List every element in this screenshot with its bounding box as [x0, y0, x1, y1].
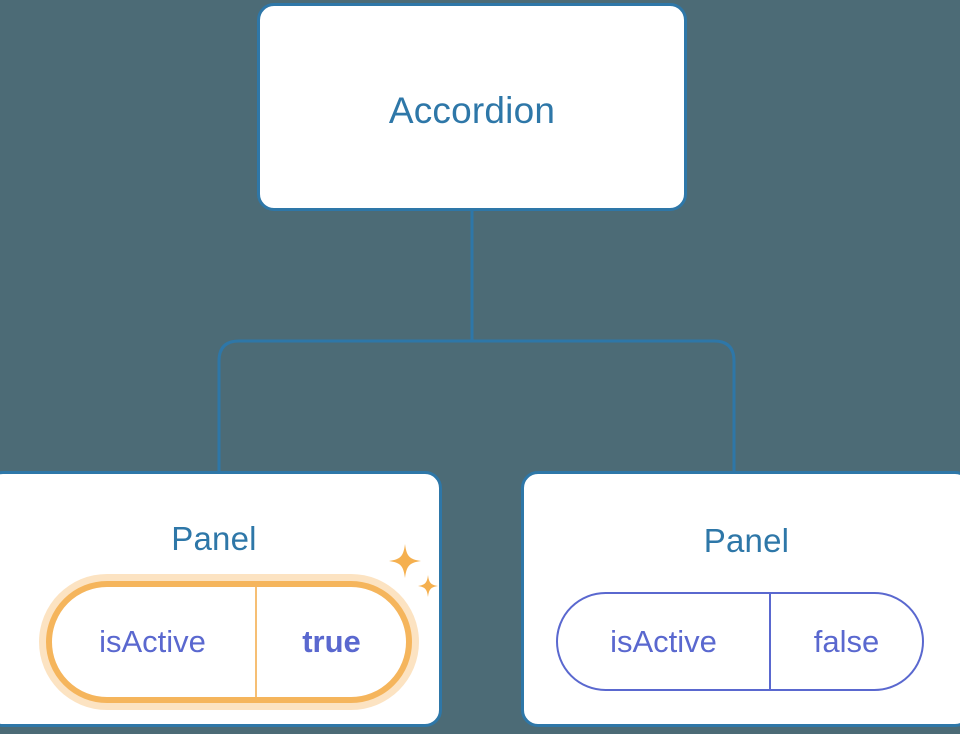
node-panel-left-title: Panel: [171, 520, 257, 557]
prop-value-label: true: [302, 624, 361, 659]
edge-to-panel-right: [472, 339, 736, 472]
prop-pill-isactive-false[interactable]: isActive false: [556, 592, 924, 691]
prop-key-label: isActive: [558, 594, 771, 689]
prop-pill-isactive-true[interactable]: isActive true: [46, 581, 412, 703]
prop-value-label: false: [813, 623, 880, 659]
node-accordion-title: Accordion: [388, 90, 556, 131]
edge-to-panel-left: [217, 339, 472, 472]
node-panel-right-title: Panel: [703, 522, 790, 559]
prop-key-label: isActive: [52, 587, 257, 697]
node-accordion[interactable]: Accordion: [257, 3, 687, 211]
